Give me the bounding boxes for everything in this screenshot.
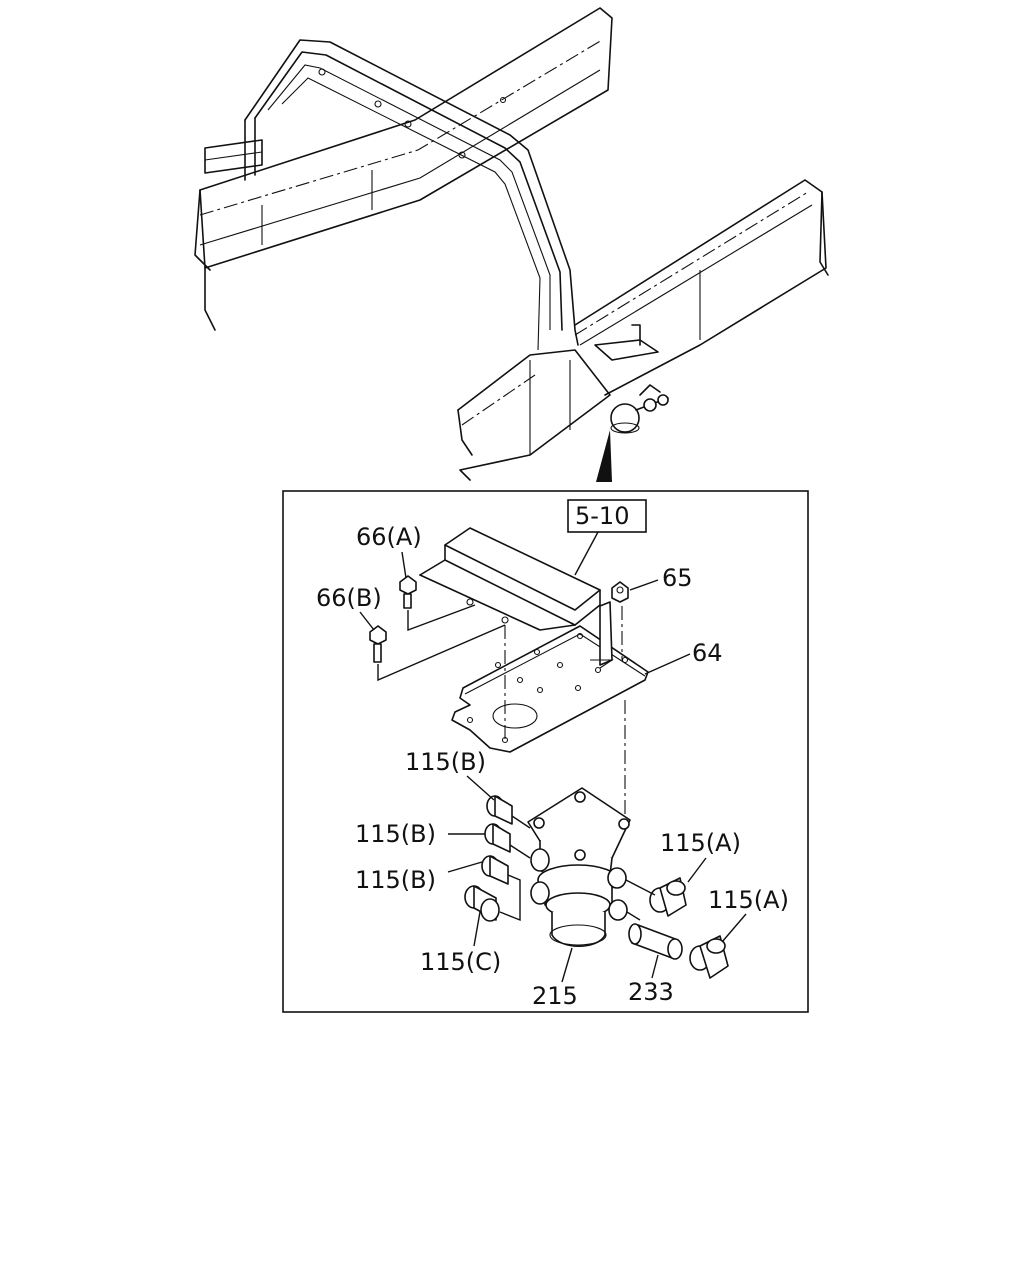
fitting-115a-2 bbox=[689, 935, 729, 979]
fitting-115b-2 bbox=[484, 823, 511, 853]
callout-64: 64 bbox=[692, 639, 723, 667]
callout-66b: 66(B) bbox=[316, 584, 382, 612]
relay-valve bbox=[527, 787, 631, 947]
callout-65: 65 bbox=[662, 564, 693, 592]
callout-5-10: 5-10 bbox=[575, 502, 629, 530]
fitting-115c bbox=[464, 885, 500, 922]
fitting-115b-1 bbox=[486, 795, 513, 825]
callout-115a-2: 115(A) bbox=[708, 886, 789, 914]
bolt-66b bbox=[369, 625, 387, 663]
leader-lines bbox=[359, 499, 747, 983]
fitting-115b-3 bbox=[481, 855, 509, 885]
callout-115c: 115(C) bbox=[420, 948, 501, 976]
callout-115a-1: 115(A) bbox=[660, 829, 741, 857]
pipe-233 bbox=[628, 923, 683, 960]
callout-66a: 66(A) bbox=[356, 523, 422, 551]
callout-115b-2: 115(B) bbox=[355, 820, 436, 848]
fitting-115a-1 bbox=[649, 877, 687, 917]
nut-65 bbox=[611, 581, 629, 603]
chassis-frame bbox=[194, 7, 829, 482]
callout-115b-3: 115(B) bbox=[355, 866, 436, 894]
frame-rail-detail bbox=[419, 527, 601, 631]
callout-115b-1: 115(B) bbox=[405, 748, 486, 776]
bracket-plate bbox=[451, 601, 649, 753]
bolt-66a bbox=[399, 575, 417, 609]
callout-215: 215 bbox=[532, 982, 578, 1010]
detail-box bbox=[282, 490, 809, 1013]
callout-233: 233 bbox=[628, 978, 674, 1006]
